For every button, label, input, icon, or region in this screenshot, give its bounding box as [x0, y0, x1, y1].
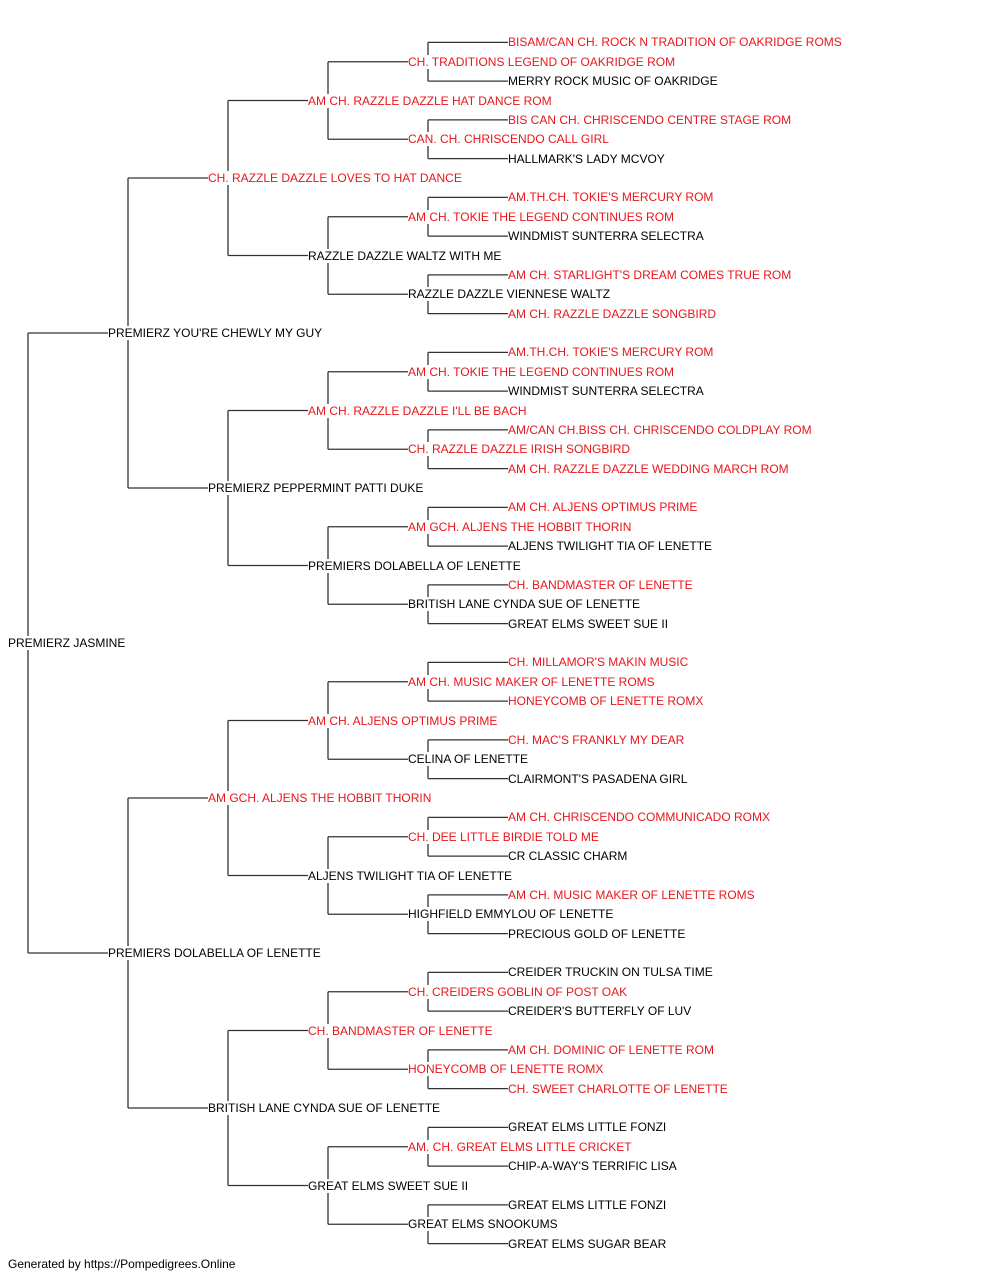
pedigree-node-gen5: HALLMARK'S LADY MCVOY: [508, 151, 665, 166]
pedigree-node-gen5: CH. MILLAMOR'S MAKIN MUSIC: [508, 655, 689, 670]
pedigree-node-gen5: BIS CAN CH. CHRISCENDO CENTRE STAGE ROM: [508, 112, 792, 127]
pedigree-node-gen5: AM.TH.CH. TOKIE'S MERCURY ROM: [508, 190, 714, 205]
pedigree-node-gen4: HONEYCOMB OF LENETTE ROMX: [408, 1062, 604, 1077]
pedigree-node-gen5: BISAM/CAN CH. ROCK N TRADITION OF OAKRID…: [508, 35, 842, 50]
pedigree-node-gen2: CH. RAZZLE DAZZLE LOVES TO HAT DANCE: [208, 171, 462, 185]
pedigree-node-gen4: CH. RAZZLE DAZZLE IRISH SONGBIRD: [408, 442, 631, 457]
pedigree-node-gen2: BRITISH LANE CYNDA SUE OF LENETTE: [208, 1101, 441, 1115]
pedigree-node-gen5: WINDMIST SUNTERRA SELECTRA: [508, 229, 704, 244]
pedigree-node-gen5: WINDMIST SUNTERRA SELECTRA: [508, 384, 704, 399]
pedigree-node-gen5: AM CH. MUSIC MAKER OF LENETTE ROMS: [508, 887, 755, 902]
pedigree-node-gen0: PREMIERZ JASMINE: [8, 636, 126, 650]
pedigree-node-gen4: AM CH. TOKIE THE LEGEND CONTINUES ROM: [408, 364, 675, 379]
pedigree-node-gen5: CREIDER TRUCKIN ON TULSA TIME: [508, 965, 713, 980]
pedigree-node-gen3: ALJENS TWILIGHT TIA OF LENETTE: [308, 868, 513, 883]
pedigree-node-gen5: GREAT ELMS LITTLE FONZI: [508, 1197, 667, 1212]
pedigree-node-gen4: CAN. CH. CHRISCENDO CALL GIRL: [408, 132, 609, 147]
pedigree-node-gen5: GREAT ELMS SUGAR BEAR: [508, 1236, 667, 1251]
pedigree-node-gen4: HIGHFIELD EMMYLOU OF LENETTE: [408, 907, 614, 922]
pedigree-node-gen5: AM CH. DOMINIC OF LENETTE ROM: [508, 1042, 715, 1057]
pedigree-node-gen5: MERRY ROCK MUSIC OF OAKRIDGE: [508, 74, 718, 89]
pedigree-node-gen4: AM CH. MUSIC MAKER OF LENETTE ROMS: [408, 674, 655, 689]
pedigree-node-gen5: CREIDER'S BUTTERFLY OF LUV: [508, 1004, 692, 1019]
pedigree-node-gen4: CH. DEE LITTLE BIRDIE TOLD ME: [408, 829, 599, 844]
pedigree-node-gen4: BRITISH LANE CYNDA SUE OF LENETTE: [408, 597, 641, 612]
pedigree-node-gen5: AM CH. STARLIGHT'S DREAM COMES TRUE ROM: [508, 267, 792, 282]
pedigree-node-gen4: AM GCH. ALJENS THE HOBBIT THORIN: [408, 519, 632, 534]
pedigree-node-gen5: AM CH. RAZZLE DAZZLE WEDDING MARCH ROM: [508, 461, 789, 476]
pedigree-node-gen4: CH. TRADITIONS LEGEND OF OAKRIDGE ROM: [408, 54, 676, 69]
pedigree-node-gen3: PREMIERS DOLABELLA OF LENETTE: [308, 558, 521, 573]
pedigree-node-gen4: GREAT ELMS SNOOKUMS: [408, 1217, 558, 1232]
pedigree-node-gen5: CLAIRMONT'S PASADENA GIRL: [508, 771, 688, 786]
pedigree-node-gen5: AM CH. CHRISCENDO COMMUNICADO ROMX: [508, 810, 771, 825]
pedigree-node-gen5: AM.TH.CH. TOKIE'S MERCURY ROM: [508, 345, 714, 360]
pedigree-node-gen4: AM CH. TOKIE THE LEGEND CONTINUES ROM: [408, 209, 675, 224]
pedigree-node-gen5: AM CH. ALJENS OPTIMUS PRIME: [508, 500, 698, 515]
pedigree-node-gen5: AM/CAN CH.BISS CH. CHRISCENDO COLDPLAY R…: [508, 422, 812, 437]
pedigree-node-gen5: CH. MAC'S FRANKLY MY DEAR: [508, 732, 685, 747]
pedigree-node-gen5: GREAT ELMS SWEET SUE II: [508, 616, 669, 631]
generated-by-footer: Generated by https://Pompedigrees.Online: [8, 1257, 236, 1271]
pedigree-node-gen3: GREAT ELMS SWEET SUE II: [308, 1178, 469, 1193]
pedigree-node-gen1: PREMIERS DOLABELLA OF LENETTE: [108, 946, 321, 960]
pedigree-node-gen1: PREMIERZ YOU'RE CHEWLY MY GUY: [108, 326, 323, 340]
pedigree-node-gen5: CR CLASSIC CHARM: [508, 849, 628, 864]
pedigree-node-gen5: CH. BANDMASTER OF LENETTE: [508, 577, 693, 592]
pedigree-node-gen5: GREAT ELMS LITTLE FONZI: [508, 1120, 667, 1135]
pedigree-node-gen4: CELINA OF LENETTE: [408, 752, 529, 767]
pedigree-node-gen2: AM GCH. ALJENS THE HOBBIT THORIN: [208, 791, 432, 805]
pedigree-node-gen3: AM CH. RAZZLE DAZZLE HAT DANCE ROM: [308, 93, 552, 108]
pedigree-node-gen5: CH. SWEET CHARLOTTE OF LENETTE: [508, 1081, 728, 1096]
pedigree-node-gen2: PREMIERZ PEPPERMINT PATTI DUKE: [208, 481, 424, 495]
pedigree-node-gen4: RAZZLE DAZZLE VIENNESE WALTZ: [408, 287, 611, 302]
pedigree-node-gen3: RAZZLE DAZZLE WALTZ WITH ME: [308, 248, 502, 263]
pedigree-node-gen3: AM CH. RAZZLE DAZZLE I'LL BE BACH: [308, 403, 527, 418]
pedigree-node-gen4: CH. CREIDERS GOBLIN OF POST OAK: [408, 984, 628, 999]
pedigree-node-gen5: CHIP-A-WAY'S TERRIFIC LISA: [508, 1159, 677, 1174]
pedigree-node-gen5: AM CH. RAZZLE DAZZLE SONGBIRD: [508, 306, 717, 321]
pedigree-node-gen3: AM CH. ALJENS OPTIMUS PRIME: [308, 713, 498, 728]
pedigree-node-gen5: HONEYCOMB OF LENETTE ROMX: [508, 694, 704, 709]
pedigree-node-gen3: CH. BANDMASTER OF LENETTE: [308, 1023, 493, 1038]
pedigree-node-gen5: PRECIOUS GOLD OF LENETTE: [508, 926, 686, 941]
pedigree-node-gen5: ALJENS TWILIGHT TIA OF LENETTE: [508, 539, 713, 554]
pedigree-node-gen4: AM. CH. GREAT ELMS LITTLE CRICKET: [408, 1139, 632, 1154]
